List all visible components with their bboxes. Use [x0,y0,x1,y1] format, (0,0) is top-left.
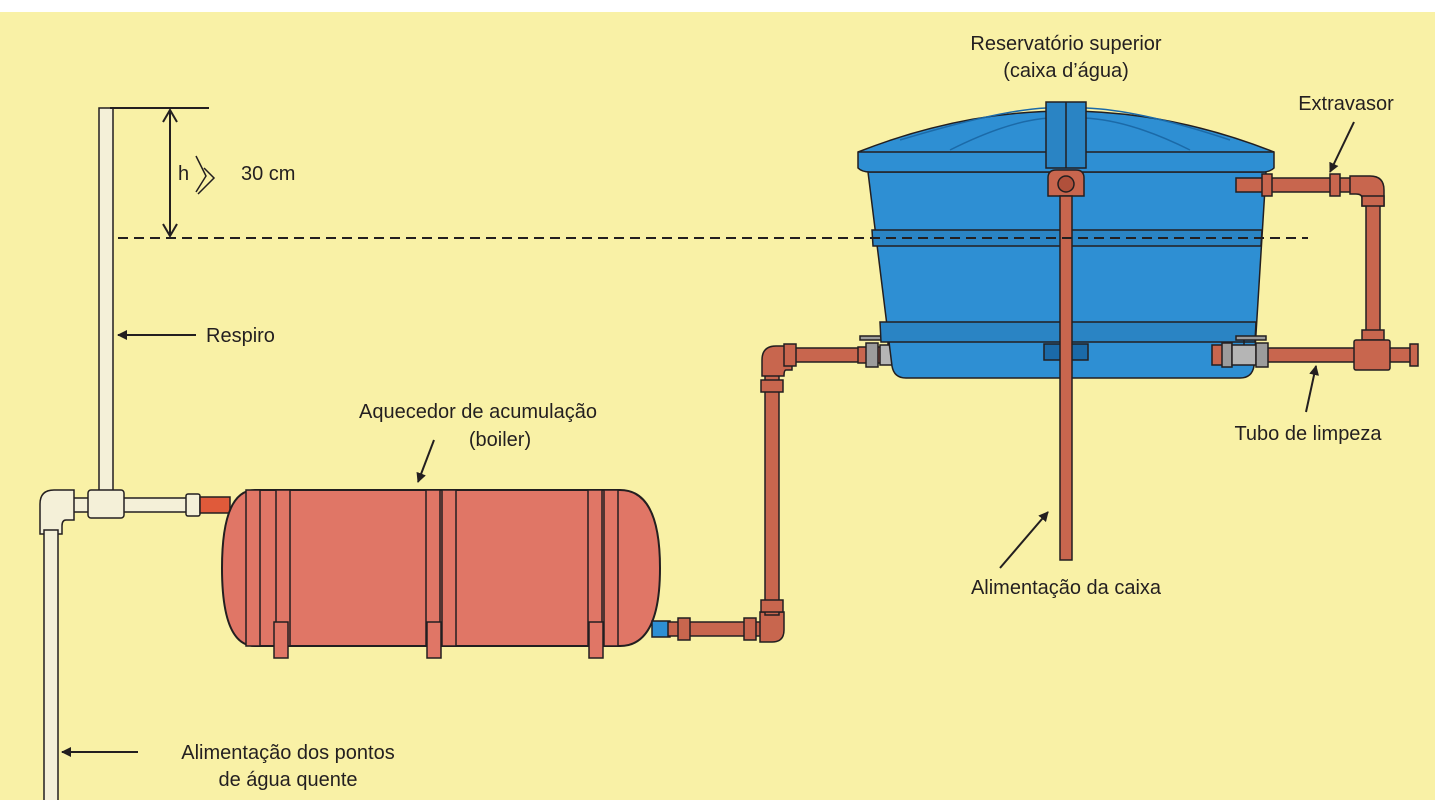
pipe-joint [1329,173,1341,197]
boiler-strap [441,489,457,647]
inlet-fitting [1047,169,1085,197]
tank-supply-pointer-arrow [999,511,1049,569]
boiler-foot [273,621,289,659]
pipe-joint [1361,195,1385,207]
boiler-body [220,489,662,647]
pipe-joint [1361,329,1385,341]
boiler-foot [426,621,442,659]
hot-supply-pipe [43,529,59,800]
tank-supply-pipe [1059,195,1073,561]
boiler [220,489,662,659]
cleaning-pipe-label: Tubo de limpeza [1234,423,1382,445]
vent-label: Respiro [206,325,275,347]
pipe-joint [760,379,784,393]
tank-supply-label: Alimentação da caixa [971,577,1162,599]
h-symbol-label: h [178,163,189,185]
cold-riser-pipe [764,369,780,616]
cleaning-valve [1211,335,1269,368]
h-value-label: 30 cm [241,163,295,185]
overflow-cleaning-pipes [1233,173,1419,371]
pipe-joint [760,599,784,613]
greater-equal-symbol [195,155,216,195]
overflow-pointer-arrow [1329,121,1355,173]
hot-supply-label-line2: de água quente [218,769,357,791]
hot-water-pvc-pipes [39,107,201,800]
background-panel [0,12,1435,800]
boiler-strap [603,489,619,647]
pipe-joint [783,343,797,367]
pipe-joint [185,493,201,517]
height-dimension [110,107,216,238]
pipe-joint [743,617,757,641]
boiler-foot [588,621,604,659]
boiler-label-line1: Aquecedor de acumulação [359,401,597,423]
pipe-joint [1409,343,1419,367]
elbow-fitting [759,611,785,643]
elbow-fitting [39,489,75,535]
tee-fitting [1353,339,1391,371]
vent-pipe [98,107,114,499]
boiler-outlet-pipe [61,497,198,513]
reservoir-label-line2: (caixa d’água) [1003,60,1129,82]
tee-fitting [87,489,125,519]
overflow-label: Extravasor [1298,93,1394,115]
overflow-down-pipe [1365,203,1381,347]
boiler-pointer-arrow [416,439,435,483]
boiler-inlet-nipple [199,496,231,514]
pipe-joint [1261,173,1273,197]
cleaning-pipe-pointer-arrow [1305,365,1319,413]
reservoir-label-line1: Reservatório superior [970,33,1162,55]
hot-supply-label-line1: Alimentação dos pontos [181,742,394,764]
boiler-strap [245,489,261,647]
boiler-label-line2: (boiler) [469,429,531,451]
pipe-joint [677,617,691,641]
